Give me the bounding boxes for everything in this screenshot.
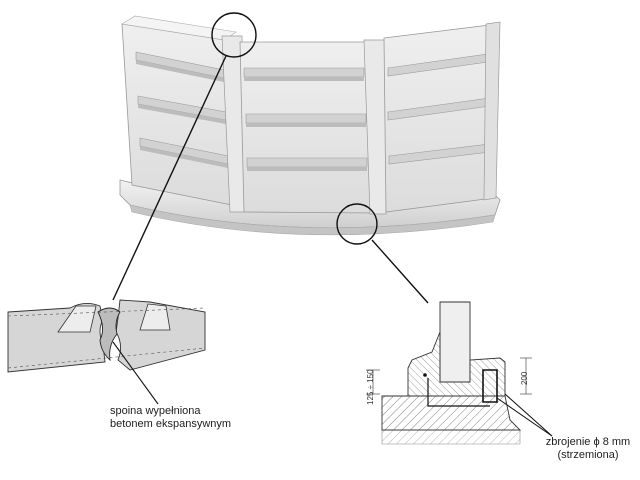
base-detail (366, 301, 553, 445)
joint-label-line2: betonem ekspansywnym (110, 418, 232, 430)
joint-label: spoina wypełniona betonem ekspansywnym (110, 405, 250, 431)
detail-circle-joint (211, 12, 257, 58)
dimension-curb-height: 125 ÷ 150 (366, 369, 375, 405)
pillar-2 (363, 39, 387, 215)
dimension-wall-height: 200 (520, 371, 529, 385)
joint-detail (7, 299, 206, 405)
rebar-stirrup (482, 369, 498, 403)
pillar-3 (483, 21, 501, 201)
wall-render (119, 15, 501, 236)
panel-middle (239, 41, 376, 214)
rebar-label: zbrojenie ϕ 8 mm (strzemiona) (538, 436, 638, 462)
leader-joint-label (112, 341, 159, 405)
rebar-label-line2: (strzemiona) (557, 449, 619, 461)
panel-middle-ribs (243, 67, 368, 168)
panel-right-ribs (387, 53, 491, 165)
leader-joint (112, 55, 227, 301)
panel-left-ribs (135, 51, 229, 165)
joint-label-line1: spoina wypełniona (110, 405, 201, 417)
leader-base (371, 239, 429, 304)
rebar-label-line1: zbrojenie ϕ 8 mm (545, 436, 631, 448)
expansive-concrete-joint (97, 307, 121, 362)
soil-base (381, 395, 522, 431)
detail-circle-base (336, 203, 378, 245)
